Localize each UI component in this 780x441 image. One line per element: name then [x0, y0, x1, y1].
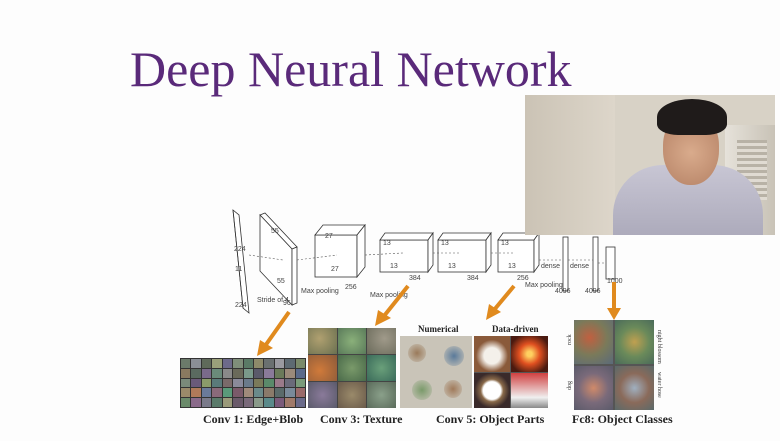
conv5-caption: Conv 5: Object Parts	[436, 412, 545, 426]
conv1-caption: Conv 1: Edge+Blob	[203, 412, 304, 426]
conv3-caption: Conv 3: Texture	[320, 412, 403, 426]
label-13c: 13	[441, 240, 449, 247]
label-55a: 55	[271, 228, 279, 235]
arrow-icon	[375, 284, 410, 326]
label-13d: 13	[448, 263, 456, 270]
presenter-hair	[657, 99, 727, 135]
fc8-label-water-hose: water hose	[656, 372, 662, 398]
fc8-label-rock: rock	[567, 334, 573, 345]
presenter-video	[525, 95, 775, 235]
dense-layers	[562, 236, 616, 292]
label-256a: 256	[345, 284, 357, 291]
label-13b: 13	[390, 263, 398, 270]
fc8-caption: Fc8: Object Classes	[572, 412, 673, 426]
conv5-block	[497, 231, 540, 274]
fc8-label-dog: dog	[567, 381, 573, 390]
conv1-block	[259, 212, 298, 307]
conv5-datadriven-image	[474, 336, 548, 408]
conv4-block	[437, 231, 492, 274]
label-maxpool-3: Max pooling	[525, 282, 563, 289]
label-13a: 13	[383, 240, 391, 247]
label-maxpool-2: Max pooling	[370, 292, 408, 299]
conv3-texture-image	[308, 328, 396, 408]
label-4096a: 4096	[555, 288, 571, 295]
label-stride: Stride of 4	[257, 297, 289, 304]
conv1-filters-image	[180, 358, 306, 408]
label-dense-1: dense	[541, 263, 560, 270]
conv2-block	[314, 223, 366, 279]
label-dense-2: dense	[570, 263, 589, 270]
label-224a: 224	[234, 246, 246, 253]
arrow-icon	[486, 284, 516, 320]
cnn-architecture-diagram: 224 11 224 55 55 96 Stride of 4 27 27 25…	[232, 209, 623, 314]
arrow-icon	[607, 282, 621, 320]
label-384b: 384	[467, 275, 479, 282]
label-13e: 13	[501, 240, 509, 247]
label-13f: 13	[508, 263, 516, 270]
label-256b: 256	[517, 275, 529, 282]
label-27a: 27	[325, 233, 333, 240]
label-96: 96	[283, 300, 291, 307]
label-224b: 224	[235, 302, 247, 309]
label-1000: 1000	[607, 278, 623, 285]
label-4096b: 4096	[585, 288, 601, 295]
conv5-numerical-image	[400, 336, 472, 408]
fc8-label-night-blossom: night blossom	[656, 330, 662, 364]
conv5-numerical-label: Numerical	[418, 324, 459, 334]
input-layer	[232, 209, 250, 314]
slide-title: Deep Neural Network	[130, 41, 572, 97]
arrow-icon	[257, 310, 291, 356]
connector-lines	[248, 252, 606, 264]
label-maxpool-1: Max pooling	[301, 288, 339, 295]
label-384a: 384	[409, 275, 421, 282]
label-27b: 27	[331, 266, 339, 273]
label-11: 11	[235, 266, 242, 273]
conv3-block	[379, 231, 434, 274]
conv5-datadriven-label: Data-driven	[492, 324, 539, 334]
fc8-object-classes-image	[574, 320, 654, 410]
label-55b: 55	[277, 278, 285, 285]
